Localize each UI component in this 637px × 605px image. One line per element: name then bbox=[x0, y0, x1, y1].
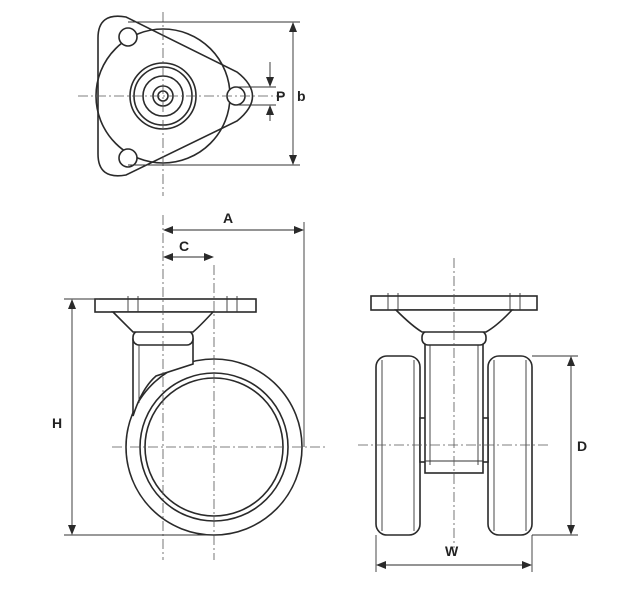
dimension-a: A bbox=[163, 210, 305, 447]
dimension-d: D bbox=[532, 355, 587, 536]
dimension-label-c: C bbox=[179, 238, 189, 254]
dimension-label-p: P bbox=[276, 88, 285, 104]
dimension-label-a: A bbox=[223, 210, 233, 226]
dimension-label-b: b bbox=[297, 88, 306, 104]
dimension-label-w: W bbox=[445, 543, 459, 559]
dimension-b: b bbox=[128, 21, 306, 166]
dimension-h: H bbox=[52, 298, 214, 536]
mounting-holes bbox=[118, 27, 246, 168]
dimension-label-h: H bbox=[52, 415, 62, 431]
dimension-label-d: D bbox=[577, 438, 587, 454]
side-view-caster bbox=[94, 296, 303, 536]
side-view-centerlines bbox=[112, 215, 325, 560]
front-view-centerlines bbox=[358, 258, 548, 548]
dimension-p: P bbox=[236, 62, 285, 121]
dimension-w: W bbox=[375, 535, 533, 572]
dimension-c: C bbox=[163, 238, 214, 261]
